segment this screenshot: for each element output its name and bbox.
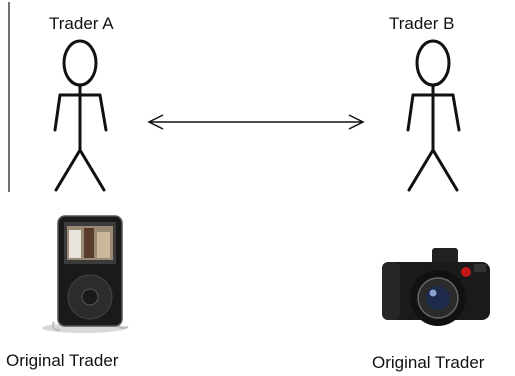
trader-a-label: Trader A: [49, 14, 114, 33]
trader-b-figure: [406, 39, 461, 192]
double-headed-arrow-icon: [147, 114, 365, 130]
ipod-icon: [42, 215, 129, 333]
trader-b-label: Trader B: [389, 14, 455, 33]
camera-icon: [382, 248, 490, 326]
trader-a-item-caption: Original Trader: [6, 351, 119, 370]
trader-b-item-caption: Original Trader: [372, 353, 485, 372]
trader-a-figure: [53, 39, 108, 192]
